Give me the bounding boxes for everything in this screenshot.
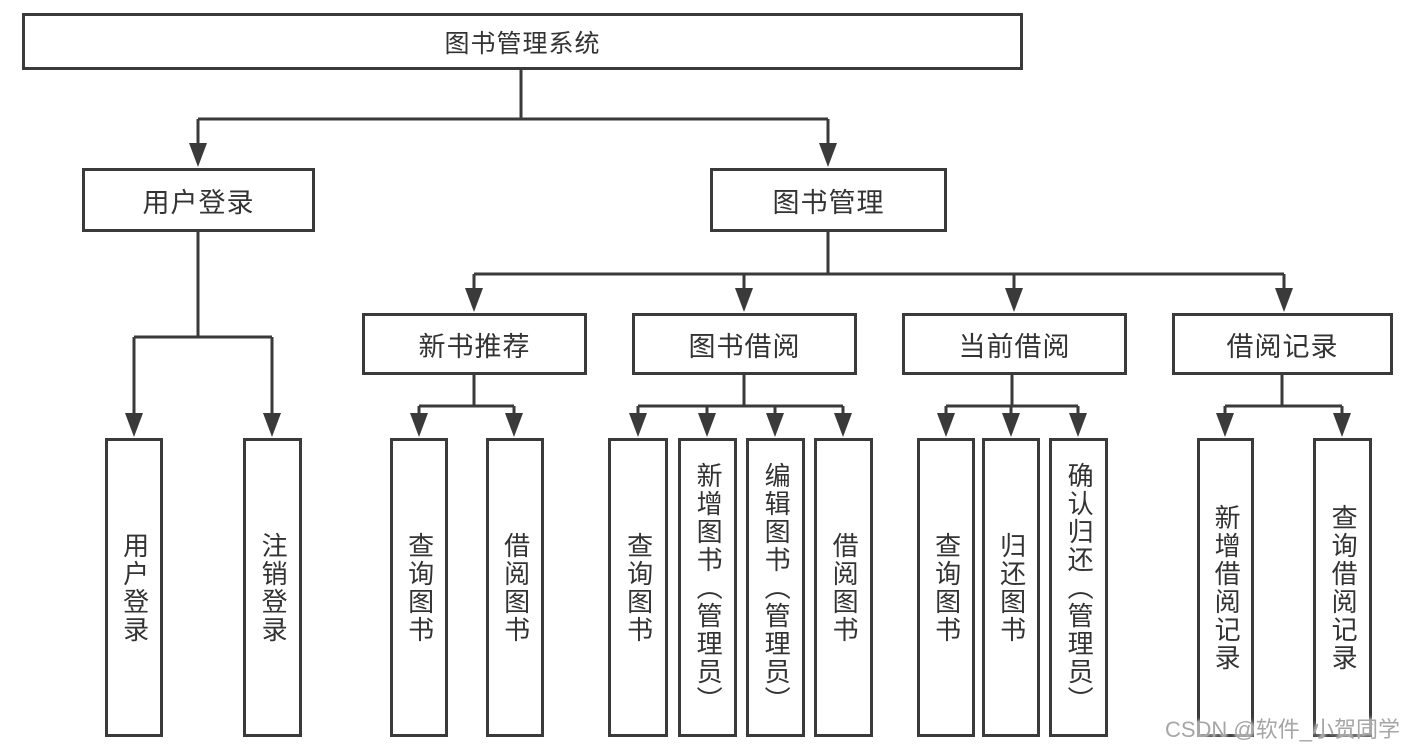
- leaf-borrowing-borrow-books: 借阅图书: [814, 438, 873, 737]
- csdn-watermark: CSDN @软件_小贺同学: [1164, 717, 1400, 742]
- leaf-user-login: 用户登录: [105, 438, 163, 737]
- node-new-book-recommendation: 新书推荐: [362, 313, 587, 375]
- connector-currentborrow-to-leaves: [937, 375, 1087, 437]
- leaf-current-confirm-return-admin: 确认归还（管理员）: [1049, 438, 1108, 737]
- connector-newbook-to-leaves: [410, 375, 523, 437]
- node-book-borrowing: 图书借阅: [632, 313, 857, 375]
- leaf-logout: 注销登录: [243, 438, 302, 737]
- leaf-current-return-books: 归还图书: [982, 438, 1040, 737]
- node-current-borrowing: 当前借阅: [902, 313, 1127, 375]
- leaf-newbook-borrow-books: 借阅图书: [486, 438, 544, 737]
- node-book-management: 图书管理: [710, 168, 947, 232]
- connector-records-to-leaves: [1216, 375, 1351, 437]
- leaf-borrowing-query-books: 查询图书: [608, 438, 668, 737]
- leaf-borrowing-edit-books-admin: 编辑图书（管理员）: [746, 438, 805, 737]
- leaf-records-query-record: 查询借阅记录: [1313, 438, 1372, 737]
- connector-bookmgmt-to-level3: [465, 232, 1293, 312]
- connector-userlogin-to-leaves: [125, 232, 281, 437]
- node-borrowing-records: 借阅记录: [1172, 313, 1393, 375]
- connector-bookborrow-to-leaves: [629, 375, 852, 437]
- leaf-current-query-books: 查询图书: [917, 438, 975, 737]
- connector-root-to-level2: [189, 70, 837, 167]
- leaf-borrowing-add-books-admin: 新增图书（管理员）: [678, 438, 737, 737]
- node-library-management-system: 图书管理系统: [22, 13, 1023, 70]
- node-user-login: 用户登录: [82, 168, 315, 232]
- leaf-newbook-query-books: 查询图书: [390, 438, 448, 737]
- leaf-records-add-record: 新增借阅记录: [1197, 438, 1254, 737]
